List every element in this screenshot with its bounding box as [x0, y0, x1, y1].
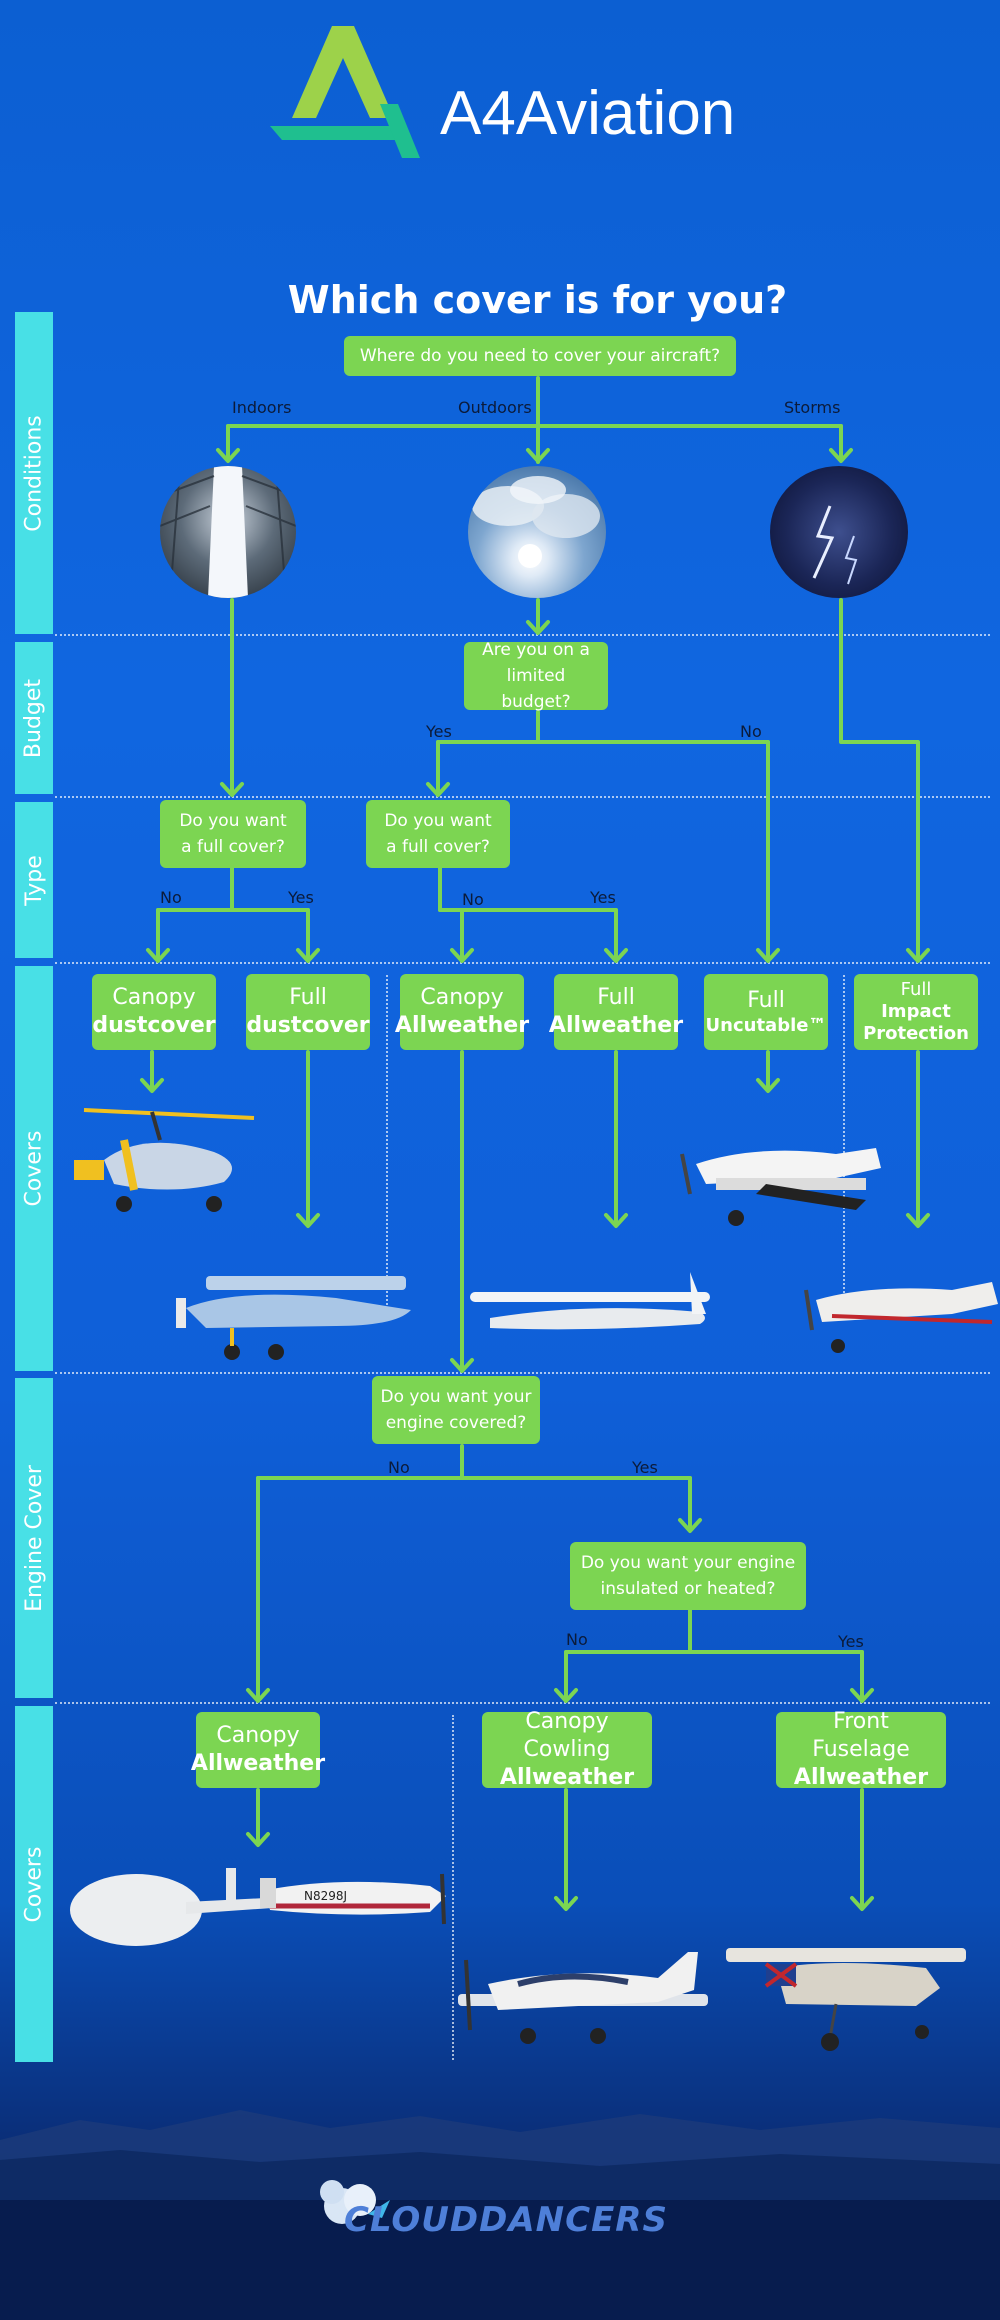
divider [55, 1372, 990, 1374]
section-covers-bottom: Covers [15, 1706, 53, 2062]
edge-label-budget-yes: Yes [426, 722, 452, 741]
edge-label-ins-no: No [566, 1630, 588, 1649]
edge-label-indoors: Indoors [232, 398, 292, 417]
covered-lowwing-aircraft-image-2 [458, 1952, 708, 2044]
edge-label-type-left-no: No [160, 888, 182, 907]
gyrocopter-image [74, 1108, 255, 1212]
divider [55, 796, 990, 798]
divider [55, 634, 990, 636]
divider [55, 1702, 990, 1704]
mountain-horizon-image [0, 2110, 1000, 2320]
covered-bushplane-image [726, 1948, 966, 2051]
divider [386, 975, 388, 1305]
edge-label-type-mid-yes: Yes [590, 888, 616, 907]
section-conditions: Conditions [15, 312, 53, 634]
outdoors-sky-image [468, 466, 606, 598]
glider-image [470, 1272, 710, 1330]
section-type: Type [15, 802, 53, 958]
edge-label-outdoors: Outdoors [458, 398, 532, 417]
divider [843, 975, 845, 1305]
edge-label-type-left-yes: Yes [288, 888, 314, 907]
covered-highwing-aircraft-image [176, 1276, 411, 1360]
edge-label-ins-yes: Yes [838, 1632, 864, 1651]
footer-brand: CLOUDDANCERS [344, 2200, 668, 2240]
indoors-hangar-image [160, 466, 296, 598]
aircraft-registration: N8298J [304, 1889, 347, 1903]
section-engine-cover: Engine Cover [15, 1378, 53, 1698]
question-where: Where do you need to cover your aircraft… [344, 336, 736, 376]
covered-tail-aircraft-image [804, 1282, 998, 1353]
storms-lightning-image [770, 466, 908, 598]
edge-label-storms: Storms [784, 398, 841, 417]
edge-label-type-mid-no: No [462, 890, 484, 909]
divider [452, 1715, 454, 2060]
section-covers-top: Covers [15, 966, 53, 1371]
covered-lowwing-aircraft-image [680, 1148, 881, 1226]
covered-motorglider-image [70, 1868, 272, 1946]
piper-aircraft-image: N8298J [260, 1873, 446, 1925]
page-title: Which cover is for you? [287, 278, 788, 322]
a4-logo-icon [270, 26, 420, 158]
edge-label-engine-yes: Yes [632, 1458, 658, 1477]
clouddancers-cloud-icon [320, 2180, 390, 2224]
brand-name: A4Aviation [440, 79, 736, 148]
section-budget: Budget [15, 642, 53, 794]
edge-label-engine-no: No [388, 1458, 410, 1477]
divider [55, 962, 990, 964]
edge-label-budget-no: No [740, 722, 762, 741]
